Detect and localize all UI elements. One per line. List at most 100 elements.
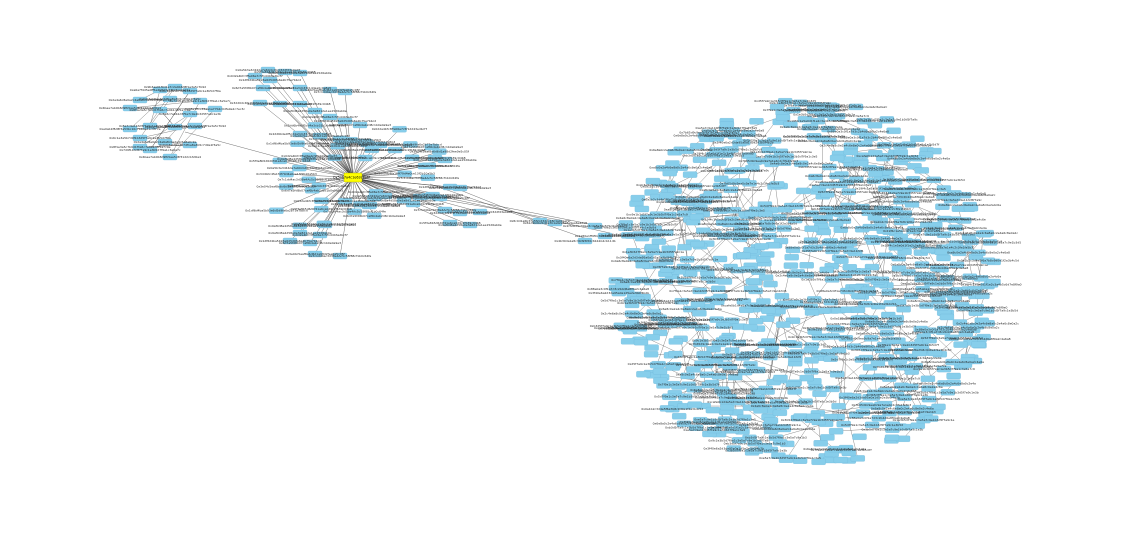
hub-neighbor-node[interactable] [308,122,323,129]
cluster-node[interactable] [731,339,746,347]
cluster-node[interactable] [939,313,955,321]
cluster-node[interactable] [974,275,989,282]
hub-neighbor-node[interactable] [392,126,407,133]
cluster-node[interactable] [852,433,867,440]
cluster-node[interactable] [776,321,791,328]
hub-neighbor-node[interactable] [337,198,353,205]
cluster-node[interactable] [780,340,795,347]
hub-neighbor-node[interactable] [404,154,420,161]
cluster-node[interactable] [879,330,895,337]
hub-neighbor-node[interactable] [462,221,478,229]
cluster-node[interactable] [807,296,822,303]
hub-neighbor-node[interactable] [396,197,412,204]
cluster-node[interactable] [772,214,787,221]
cluster-node[interactable] [692,310,707,317]
cluster-node[interactable] [634,205,650,213]
cluster-node[interactable] [726,445,741,452]
cluster-node[interactable] [785,246,801,254]
hub-neighbor-node[interactable] [292,229,308,237]
cluster-node[interactable] [712,255,728,263]
cluster-node[interactable] [682,171,698,178]
hub-neighbor-node[interactable] [412,193,428,201]
cluster-node[interactable] [850,455,865,462]
left-cluster-node[interactable] [162,153,178,161]
hub-neighbor-node[interactable] [332,135,348,143]
hub-neighbor-node[interactable] [262,76,278,84]
cluster-node[interactable] [620,338,636,345]
cluster-node[interactable] [745,278,760,285]
cluster-node[interactable] [936,254,951,262]
cluster-node[interactable] [946,379,961,386]
left-cluster-node[interactable] [167,83,183,91]
left-cluster-node[interactable] [122,104,138,112]
cluster-node[interactable] [736,252,751,259]
cluster-node[interactable] [672,413,687,420]
cluster-node[interactable] [804,225,819,232]
cluster-node[interactable] [754,243,769,250]
cluster-node[interactable] [662,169,677,177]
hub-neighbor-node[interactable] [301,176,316,183]
hub-neighbor-node[interactable] [403,141,418,148]
left-cluster-node[interactable] [207,105,223,113]
cluster-node[interactable] [693,417,708,424]
cluster-node[interactable] [831,403,846,410]
cluster-node[interactable] [783,262,799,269]
cluster-node[interactable] [907,185,923,192]
hub-neighbor-node[interactable] [417,162,433,170]
cluster-node[interactable] [868,170,883,178]
hub-neighbor-node[interactable] [397,170,412,177]
cluster-node[interactable] [743,324,758,331]
cluster-node[interactable] [704,379,719,387]
cluster-node[interactable] [735,178,751,185]
cluster-node[interactable] [868,150,883,157]
hub-neighbor-node[interactable] [292,222,307,229]
cluster-node[interactable] [772,409,788,416]
cluster-node[interactable] [949,261,965,269]
cluster-node[interactable] [753,407,768,414]
cluster-node[interactable] [645,334,660,341]
hub-neighbor-node[interactable] [364,146,380,153]
cluster-node[interactable] [804,309,820,316]
hub-neighbor-node[interactable] [311,182,327,190]
cluster-node[interactable] [705,406,721,414]
hub-neighbor-node[interactable] [452,209,468,217]
cluster-node[interactable] [756,256,771,263]
bridge-node[interactable] [547,219,563,227]
left-cluster-node[interactable] [132,134,148,142]
cluster-node[interactable] [796,187,811,195]
hub-neighbor-node[interactable] [372,141,388,149]
hub-neighbor-node[interactable] [362,201,378,209]
hub-neighbor-node[interactable] [282,237,298,245]
cluster-node[interactable] [838,240,853,247]
left-cluster-node[interactable] [162,95,178,103]
hub-neighbor-node[interactable] [377,192,393,200]
cluster-node[interactable] [944,334,959,341]
hub-neighbor-node[interactable] [312,231,328,239]
cluster-node[interactable] [748,318,764,325]
cluster-node[interactable] [758,274,774,281]
hub-neighbor-node[interactable] [314,205,329,213]
cluster-node[interactable] [749,118,764,125]
hub-neighbor-node[interactable] [279,170,294,178]
hub-neighbor-node[interactable] [437,156,453,164]
cluster-node[interactable] [820,434,835,441]
left-cluster-node[interactable] [132,143,148,151]
cluster-node[interactable] [799,262,814,269]
cluster-node[interactable] [761,307,776,314]
left-cluster-node[interactable] [182,110,198,118]
cluster-node[interactable] [808,173,823,181]
hub-neighbor-node[interactable] [367,212,382,219]
hub-neighbor-node[interactable] [387,146,403,154]
cluster-node[interactable] [688,424,704,431]
hub-neighbor-node[interactable] [322,113,338,121]
hub-neighbor-node[interactable] [337,117,353,125]
hub-neighbor-node[interactable] [269,207,284,214]
hub-neighbor-node[interactable] [352,121,368,129]
hub-neighbor-node[interactable] [302,239,318,247]
cluster-node[interactable] [946,372,961,380]
left-cluster-node[interactable] [192,97,208,105]
hub-neighbor-node[interactable] [337,88,353,96]
cluster-node[interactable] [936,365,952,373]
bridge-node[interactable] [532,217,548,225]
left-cluster-node[interactable] [182,87,198,95]
